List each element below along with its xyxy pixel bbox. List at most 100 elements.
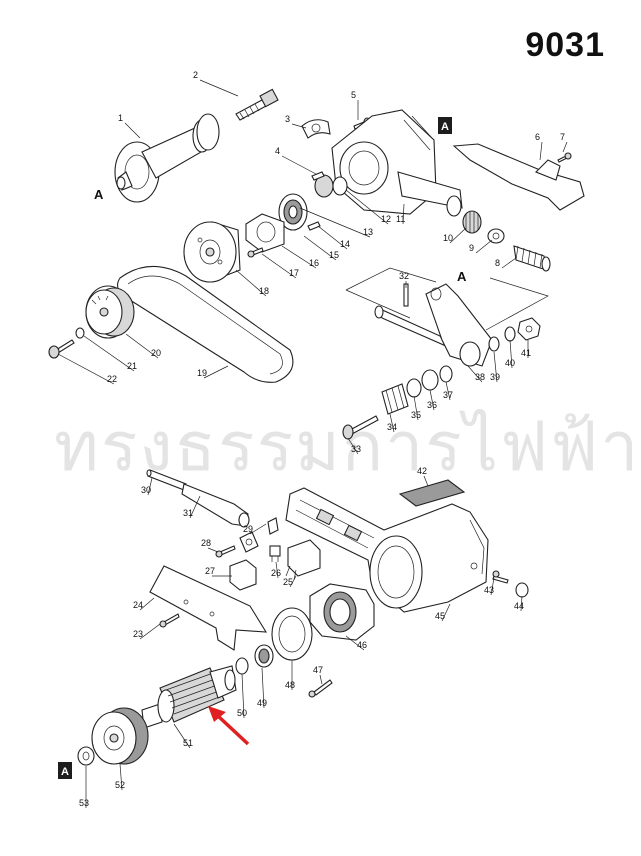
clamp-part-28b — [239, 531, 259, 553]
leader-line-28 — [207, 547, 219, 553]
washer-part-9 — [487, 228, 505, 244]
part-label-42: 42 — [417, 466, 427, 476]
leader-line-46 — [345, 635, 365, 651]
side-grip-part-1 — [114, 113, 220, 203]
leader-line-43 — [490, 577, 495, 596]
cord-guard-part-31 — [181, 483, 250, 528]
part-label-36: 36 — [427, 400, 437, 410]
part-label-53: 53 — [79, 798, 89, 808]
spacer-part-35 — [406, 378, 422, 398]
part-label-6: 6 — [535, 132, 540, 142]
part-label-33: 33 — [351, 444, 361, 454]
part-label-3: 3 — [285, 114, 290, 124]
leader-line-29 — [249, 523, 267, 535]
part-label-29: 29 — [243, 524, 253, 534]
washer-part-37 — [439, 365, 453, 383]
part-label-27: 27 — [205, 566, 215, 576]
part-label-28: 28 — [201, 538, 211, 548]
part-label-35: 35 — [411, 410, 421, 420]
part-label-38: 38 — [475, 372, 485, 382]
collar-part-36 — [421, 369, 439, 391]
pulley-part-20 — [85, 285, 135, 339]
leader-line-45 — [441, 603, 451, 622]
marker-a-arm: A — [457, 269, 467, 284]
leader-line-9 — [475, 239, 493, 254]
screw-part-43 — [492, 570, 509, 584]
pulley-part-18 — [183, 221, 241, 283]
leader-line-2 — [199, 79, 239, 97]
part-label-52: 52 — [115, 780, 125, 790]
cap-part-44 — [515, 582, 529, 598]
part-label-40: 40 — [505, 358, 515, 368]
leader-line-16 — [281, 245, 317, 269]
leader-line-13 — [299, 207, 371, 238]
leader-line-14 — [317, 225, 348, 250]
part-label-45: 45 — [435, 611, 445, 621]
leader-line-3 — [291, 123, 307, 129]
screw-part-22 — [48, 339, 75, 359]
part-label-9: 9 — [469, 243, 474, 253]
nut-part-41 — [517, 317, 541, 341]
part-label-12: 12 — [381, 214, 391, 224]
terminal-part-29 — [267, 517, 279, 535]
leader-line-47 — [319, 674, 323, 685]
baffle-part-48 — [271, 607, 313, 661]
leader-line-19 — [203, 365, 229, 379]
part-label-48: 48 — [285, 680, 295, 690]
part-label-32: 32 — [399, 271, 409, 281]
bearing-part-13 — [278, 193, 308, 231]
screw-part-47 — [308, 679, 333, 698]
leader-line-22 — [57, 353, 115, 385]
leader-line-25 — [289, 575, 297, 588]
leader-line-1 — [124, 122, 141, 139]
spring-part-8 — [513, 245, 551, 272]
part-label-14: 14 — [340, 239, 350, 249]
gear-part-12 — [314, 174, 348, 198]
leader-line-15 — [303, 235, 337, 261]
part-label-39: 39 — [490, 372, 500, 382]
leader-line-33 — [347, 437, 359, 455]
bushing-part-39 — [488, 336, 500, 352]
nut-part-53 — [77, 746, 95, 766]
retainer-part-16 — [245, 213, 285, 253]
leader-line-17 — [261, 253, 297, 279]
part-label-7: 7 — [560, 132, 565, 142]
leader-line-31 — [189, 495, 201, 519]
leader-line-36 — [429, 389, 435, 411]
part-label-8: 8 — [495, 258, 500, 268]
bracket-part-24 — [149, 565, 268, 651]
part-label-21: 21 — [127, 361, 137, 371]
lever-part-6 — [452, 143, 585, 211]
screw-part-17 — [247, 247, 264, 258]
label-part-42 — [398, 479, 466, 507]
part-label-22: 22 — [107, 374, 117, 384]
part-label-15: 15 — [329, 250, 339, 260]
leader-line-40 — [509, 339, 513, 369]
marker-a-square-lower — [58, 762, 72, 779]
leader-line-6 — [539, 141, 543, 161]
screw-part-28 — [215, 545, 236, 558]
leader-line-26 — [275, 561, 279, 579]
part-label-20: 20 — [151, 348, 161, 358]
part-label-10: 10 — [443, 233, 453, 243]
leader-lines — [57, 79, 568, 808]
cord-part-30 — [146, 469, 187, 491]
part-label-25: 25 — [283, 577, 293, 587]
leader-line-34 — [389, 413, 395, 433]
leader-line-12 — [345, 189, 389, 225]
part-label-2: 2 — [193, 70, 198, 80]
gear-housing-part-11 — [331, 109, 463, 217]
leader-line-21 — [83, 335, 135, 372]
part-label-43: 43 — [484, 585, 494, 595]
part-label-47: 47 — [313, 665, 323, 675]
pin-bolt-part-33 — [342, 415, 379, 440]
screw-part-7 — [557, 152, 572, 163]
screw-part-23 — [159, 613, 180, 628]
part-label-41: 41 — [521, 348, 531, 358]
pin-part-4 — [311, 171, 325, 181]
part-label-16: 16 — [309, 258, 319, 268]
armature-part-51 — [141, 665, 237, 729]
leader-line-10 — [449, 227, 467, 244]
bolt-part-2 — [235, 88, 279, 121]
